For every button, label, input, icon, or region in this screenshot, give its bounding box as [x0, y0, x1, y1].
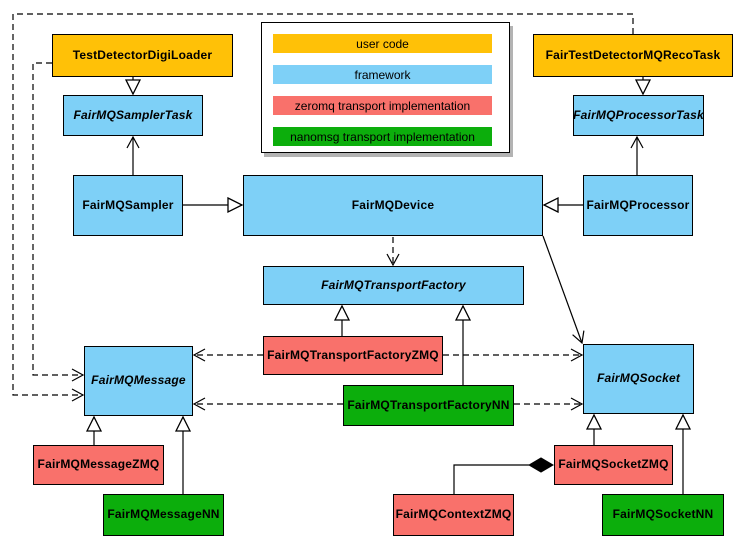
class-box-fairmq-processor: FairMQProcessor	[583, 175, 693, 236]
class-box-fairmq-sampler: FairMQSampler	[73, 175, 183, 236]
composition-diamond-fairmq-socket-zmq	[528, 457, 554, 473]
legend-item-framework: framework	[273, 65, 492, 84]
class-box-fairmq-message: FairMQMessage	[84, 346, 193, 416]
class-box-fairmq-context-zmq: FairMQContextZMQ	[393, 494, 514, 536]
class-box-fairmq-transport-factory: FairMQTransportFactory	[263, 266, 524, 305]
edge-dep-test-detector-digi-loader-to-fairmq-message	[32, 62, 85, 382]
legend-item-user_code: user code	[273, 34, 492, 53]
class-box-fair-test-detector-mq-reco-task: FairTestDetectorMQRecoTask	[533, 34, 733, 77]
legend: user code framework zeromq transport imple…	[261, 22, 510, 153]
class-box-fairmq-message-nn: FairMQMessageNN	[103, 494, 224, 536]
class-box-fairmq-socket-zmq: FairMQSocketZMQ	[554, 445, 673, 485]
legend-item-nanomsg: nanomsg transport implementation	[273, 127, 492, 146]
class-box-fairmq-socket-nn: FairMQSocketNN	[602, 494, 724, 536]
class-box-fairmq-transport-factory-zmq: FairMQTransportFactoryZMQ	[263, 336, 443, 375]
class-box-fairmq-device: FairMQDevice	[243, 175, 543, 236]
class-box-fairmq-message-zmq: FairMQMessageZMQ	[33, 445, 164, 485]
legend-item-zeromq: zeromq transport implementation	[273, 96, 492, 115]
class-box-test-detector-digi-loader: TestDetectorDigiLoader	[52, 34, 233, 77]
class-box-fairmq-processor-task: FairMQProcessorTask	[573, 95, 704, 136]
edge-dep-fair-test-detector-mq-reco-task-to-fairmq-message	[12, 13, 634, 402]
edge-assoc-fairmq-device-to-fairmq-socket	[542, 235, 585, 345]
class-box-fairmq-transport-factory-nn: FairMQTransportFactoryNN	[343, 385, 514, 426]
class-box-fairmq-socket: FairMQSocket	[583, 344, 694, 414]
edge-comp-fairmq-context-zmq-to-fairmq-socket-zmq	[453, 464, 529, 494]
class-box-fairmq-sampler-task: FairMQSamplerTask	[63, 95, 203, 136]
